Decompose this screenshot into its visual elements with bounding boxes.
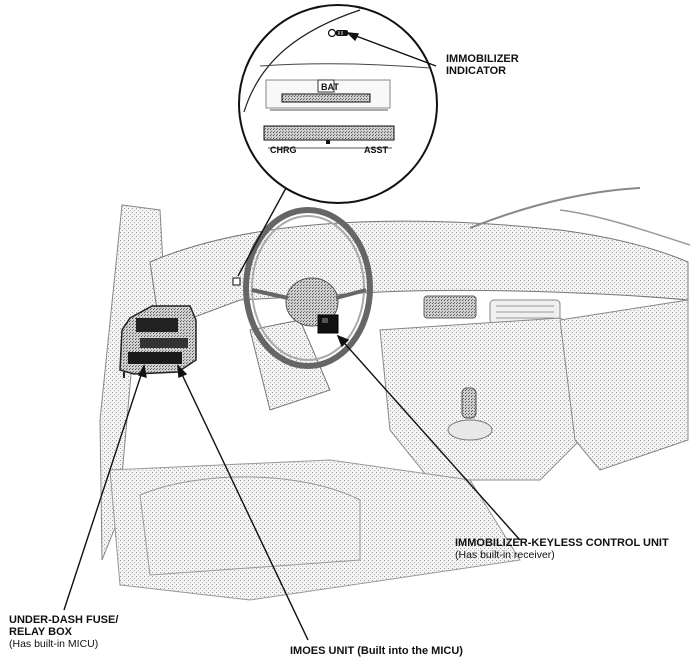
fuse-relay-box-line2: RELAY BOX xyxy=(9,626,72,638)
leader-lines xyxy=(63,32,521,641)
key-icon xyxy=(327,28,348,38)
gauge-asst-label: ASST xyxy=(364,145,389,155)
immobilizer-indicator-line1: IMMOBILIZER xyxy=(446,53,519,65)
imoes-unit-label: IMOES UNIT (Built into the MICU) xyxy=(290,645,463,657)
car-interior-illustration xyxy=(99,187,691,601)
battery-label: BAT xyxy=(321,82,339,92)
indicator-callout-magnifier: BAT CHRG ASST xyxy=(238,4,438,204)
fuse-relay-box-note: (Has built-in MICU) xyxy=(9,638,99,650)
immobilizer-indicator-label: IMMOBILIZER INDICATOR xyxy=(446,53,519,77)
fuse-relay-box-label: UNDER-DASH FUSE/ RELAY BOX (Has built-in… xyxy=(9,614,118,650)
keyless-control-unit-label: IMMOBILIZER-KEYLESS CONTROL UNIT (Has bu… xyxy=(455,537,669,561)
imoes-unit-title: IMOES UNIT (Built into the MICU) xyxy=(290,645,463,657)
immobilizer-indicator-line2: INDICATOR xyxy=(446,65,507,77)
keyless-control-unit-shape xyxy=(317,314,339,334)
fuse-relay-box-line1: UNDER-DASH FUSE/ xyxy=(9,614,119,626)
keyless-control-unit-title: IMMOBILIZER-KEYLESS CONTROL UNIT xyxy=(455,537,669,549)
keyless-control-unit-note: (Has built-in receiver) xyxy=(455,549,555,561)
fuse-relay-box-shape xyxy=(119,305,197,378)
gauge-chrg-label: CHRG xyxy=(270,145,297,155)
